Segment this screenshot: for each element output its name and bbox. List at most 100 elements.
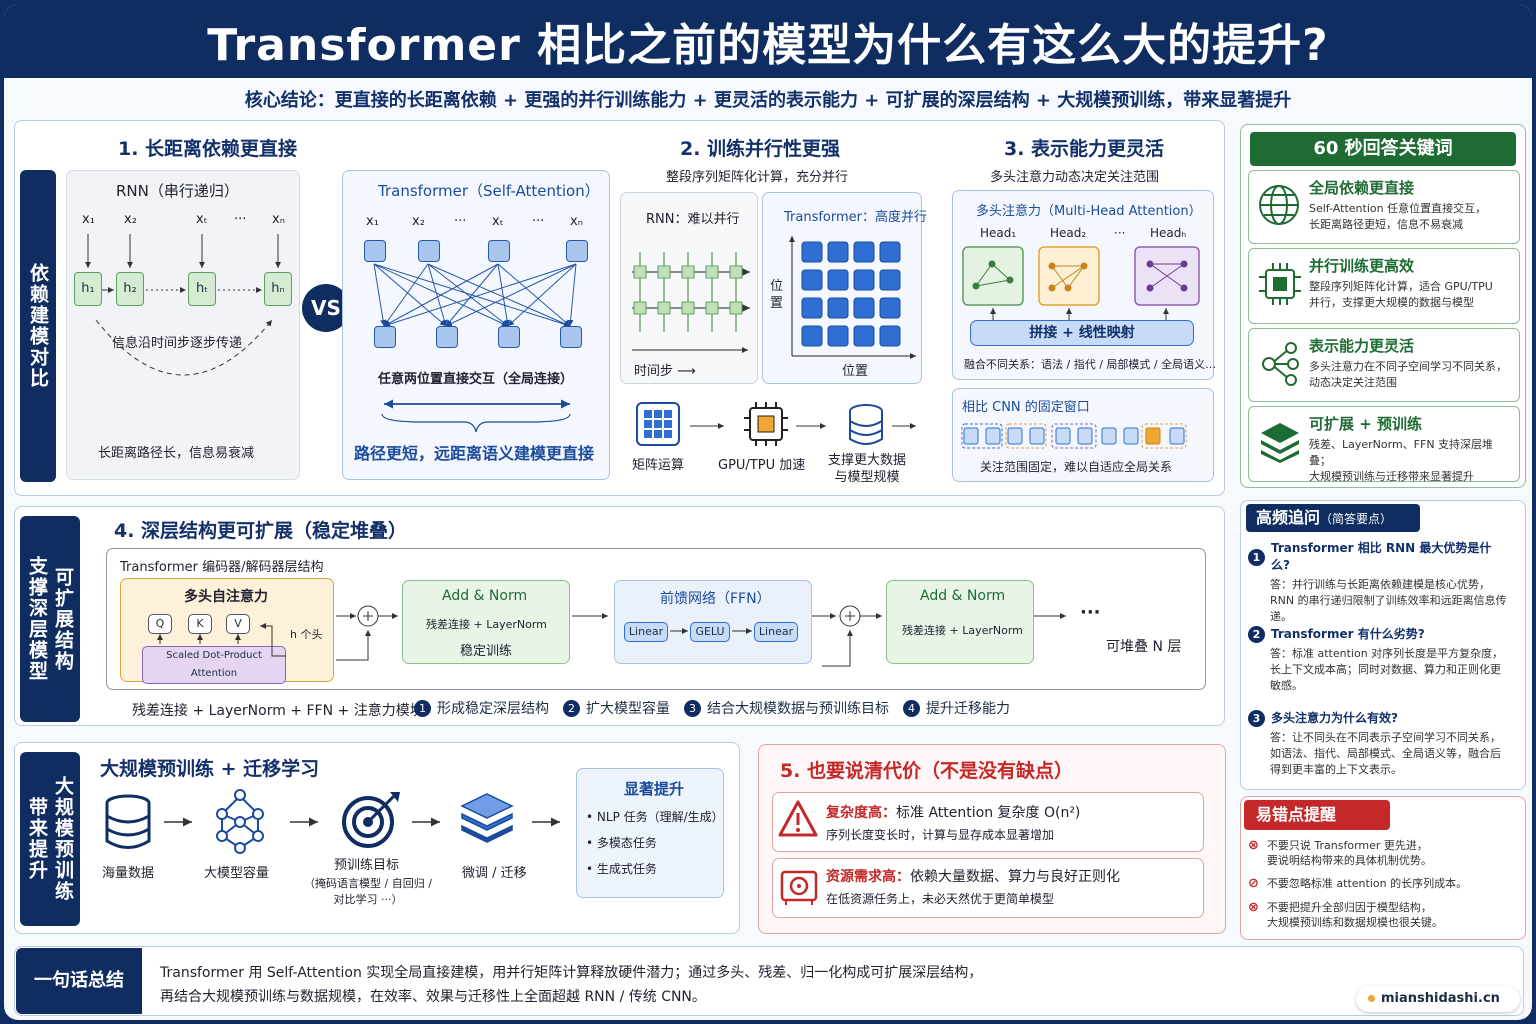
cost-resource-desc: 在低资源任务上，未必天然优于更简单模型 xyxy=(826,892,1055,906)
arrow-icon xyxy=(796,423,826,429)
fusion-note: 融合不同关系：语法 / 指代 / 局部模式 / 全局语义… xyxy=(964,358,1217,371)
arrow-icon xyxy=(412,817,440,827)
quick-item-parallel: 并行训练更高效 整段序列矩阵化计算，适合 GPU/TPU 并行，支撑更大规模的数… xyxy=(1248,248,1520,324)
sdpa-box: Scaled Dot-Product Attention xyxy=(142,646,286,684)
tf-top-node-2 xyxy=(418,240,440,262)
tf-bottom-node-4 xyxy=(560,326,582,348)
concat-linear-bar: 拼接 + 线性映射 xyxy=(970,320,1194,346)
gain-title: 显著提升 xyxy=(624,780,685,798)
stack-layers-icon xyxy=(460,793,514,843)
head-1-label: Head₁ xyxy=(980,226,1017,240)
tf-note: 任意两位置直接交互（全局连接） xyxy=(378,372,574,387)
flow-label-capacity: 大模型容量 xyxy=(204,866,270,881)
gpu-resource-icon xyxy=(780,870,818,905)
side-label-pretrain: 大规模预训练 带来提升 xyxy=(20,752,80,926)
step-badge: 3 xyxy=(684,699,701,717)
rnn-input-t: xₜ xyxy=(196,212,208,227)
side-label-line2: 带来提升 xyxy=(26,797,48,881)
icon-label-matrix: 矩阵运算 xyxy=(632,458,685,473)
tf-input-2: x₂ xyxy=(412,214,425,229)
gain-box xyxy=(576,768,724,898)
rnn-parallel-box xyxy=(620,192,758,384)
head-dots: ··· xyxy=(1114,226,1126,240)
arrow-icon xyxy=(532,817,560,827)
quick-item-desc: 多头注意力在不同子空间学习不同关系， 动态决定关注范围 xyxy=(1309,360,1507,389)
cost-resource-line: 资源需求高：依赖大量数据、算力与良好正则化 xyxy=(826,869,1120,885)
summary-line-1: Transformer 用 Self-Attention 实现全局直接建模，用并… xyxy=(160,965,983,981)
pitfall-item: ⊘不要忽略标准 attention 的长序列成本。 xyxy=(1248,876,1468,891)
matrix-icon xyxy=(636,402,680,446)
head-h-graph xyxy=(1134,246,1200,306)
arrow-icon xyxy=(290,817,318,827)
arch-label: Transformer 编码器/解码器层结构 xyxy=(120,560,324,575)
cross-icon: ⊗ xyxy=(1248,900,1259,915)
s5-heading: 5. 也要说清代价（不是没有缺点） xyxy=(780,760,1074,782)
step-badge: 4 xyxy=(903,699,920,717)
rnn-ht: hₜ xyxy=(188,272,216,306)
add-norm-2-desc: 残差连接 + LayerNorm xyxy=(902,624,1023,637)
faq-title: 高频追问（简答要点） xyxy=(1246,504,1420,532)
rnn-input-dots: ··· xyxy=(234,212,247,227)
pos-y-label: 位置 xyxy=(770,279,784,311)
faq-badge: 2 xyxy=(1248,626,1265,643)
s4-heading: 4. 深层结构更可扩展（稳定堆叠） xyxy=(114,520,408,542)
tf-bottom-node-3 xyxy=(498,326,520,348)
pretrain-heading: 大规模预训练 + 迁移学习 xyxy=(100,758,320,780)
quick-item-title: 全局依赖更直接 xyxy=(1309,179,1415,197)
cost-complexity-line: 复杂度高：标准 Attention 复杂度 O(n²) xyxy=(826,805,1081,821)
quick-item-desc: Self-Attention 任意位置直接交互， 长距离路径更短，信息不易衰减 xyxy=(1309,202,1487,231)
rnn-title: RNN（串行递归） xyxy=(116,182,239,200)
pitfall-item: ⊗不要只说 Transformer 更先进， 要说明结构带来的具体机制优势。 xyxy=(1248,838,1432,867)
page-frame: Transformer 相比之前的模型为什么有这么大的提升? 核心结论：更直接的… xyxy=(4,4,1532,1020)
database-icon xyxy=(849,404,883,445)
gain-item-1: • NLP 任务（理解/生成） xyxy=(586,810,724,824)
rnn-note: 长距离路径长，信息易衰减 xyxy=(98,446,255,461)
quick-item-title: 并行训练更高效 xyxy=(1309,257,1415,275)
k-box: K xyxy=(188,614,212,634)
side-label-line1: 大规模预训练 xyxy=(52,776,74,902)
tf-top-node-n xyxy=(566,240,588,262)
add-norm-1-desc: 残差连接 + LayerNorm xyxy=(426,618,547,631)
quick-item-title: 可扩展 + 预训练 xyxy=(1309,415,1423,433)
tf-title: Transformer（Self-Attention） xyxy=(378,182,600,200)
gain-item-3: • 生成式任务 xyxy=(586,862,657,876)
rnn-time-label: 时间步 ⟶ xyxy=(634,364,696,379)
stack-n-layers: 可堆叠 N 层 xyxy=(1106,639,1182,655)
rnn-parallel-label: RNN：难以并行 xyxy=(646,212,740,227)
cnn-window-strip xyxy=(961,423,1187,449)
rnn-flow-label: 信息沿时间步逐步传递 xyxy=(112,336,243,351)
brand-badge[interactable]: mianshidashi.cn xyxy=(1356,986,1520,1012)
side-label-scalable: 可扩展结构 支撑深层模型 xyxy=(20,516,80,722)
summary-panel xyxy=(14,946,1524,1016)
faq-badge: 3 xyxy=(1248,710,1265,727)
add-norm-2 xyxy=(886,580,1034,664)
flow-label-data: 海量数据 xyxy=(102,866,155,881)
rnn-box xyxy=(66,170,300,480)
cnn-title: 相比 CNN 的固定窗口 xyxy=(962,400,1090,415)
tf-input-t: xₜ xyxy=(492,214,504,229)
ffn-gelu: GELU xyxy=(690,622,730,642)
head-1-graph xyxy=(962,246,1024,306)
add-norm-1-desc2: 稳定训练 xyxy=(460,644,513,659)
neural-network-icon xyxy=(216,789,264,854)
arrow-icon xyxy=(892,423,916,429)
quick-item-title: 表示能力更灵活 xyxy=(1309,337,1415,355)
step-badge: 1 xyxy=(414,699,431,717)
pitfall-item: ⊗不要把提升全部归因于模型结构， 大规模预训练和数据规模也很关键。 xyxy=(1248,900,1443,929)
gain-item-2: • 多模态任务 xyxy=(586,836,657,850)
mhsa-arrows xyxy=(157,623,286,657)
tf-input-1: x₁ xyxy=(366,214,379,229)
q-box: Q xyxy=(148,614,172,634)
ffn-title: 前馈网络（FFN） xyxy=(660,591,771,607)
s3-sub: 多头注意力动态决定关注范围 xyxy=(990,170,1160,185)
tf-bottom-node-1 xyxy=(374,326,396,348)
tf-matrix-grid xyxy=(789,236,916,359)
ffn-arrows xyxy=(670,628,752,634)
faq-badge: 1 xyxy=(1248,548,1265,566)
s1-heading: 1. 长距离依赖更直接 xyxy=(118,138,298,160)
add-norm-1 xyxy=(402,580,570,664)
pos-x-label: 位置 xyxy=(842,364,869,379)
faq-panel xyxy=(1240,500,1526,790)
